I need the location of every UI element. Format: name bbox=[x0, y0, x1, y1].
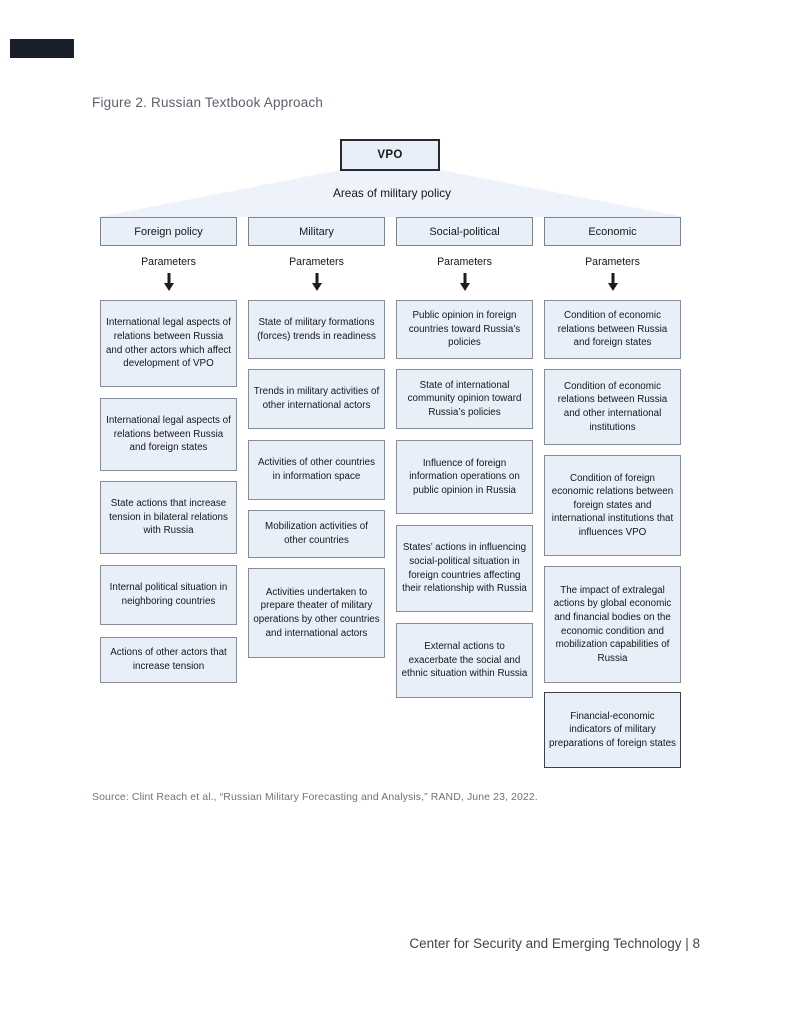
parameters-label: Parameters bbox=[437, 256, 492, 268]
parameter-box: Actions of other actors that increase te… bbox=[100, 637, 237, 683]
column-social-political: Social-political Parameters Public opini… bbox=[396, 217, 533, 777]
page-footer: Center for Security and Emerging Technol… bbox=[409, 936, 700, 951]
parameter-box: Trends in military activities of other i… bbox=[248, 369, 385, 429]
parameter-box: Condition of foreign economic relations … bbox=[544, 455, 681, 556]
parameter-box: State of military formations (forces) tr… bbox=[248, 300, 385, 359]
down-arrow-icon bbox=[311, 273, 323, 293]
parameter-box: The impact of extralegal actions by glob… bbox=[544, 566, 681, 683]
vpo-box: VPO bbox=[340, 139, 440, 171]
parameter-box: States’ actions in influencing social-po… bbox=[396, 525, 533, 612]
column-header: Social-political bbox=[396, 217, 533, 246]
corner-block bbox=[10, 39, 74, 58]
parameter-box: Activities of other countries in informa… bbox=[248, 440, 385, 500]
parameter-box: Activities undertaken to prepare theater… bbox=[248, 568, 385, 658]
down-arrow-icon bbox=[163, 273, 175, 293]
parameter-box: Public opinion in foreign countries towa… bbox=[396, 300, 533, 359]
parameter-box: State of international community opinion… bbox=[396, 369, 533, 429]
parameter-box: International legal aspects of relations… bbox=[100, 300, 237, 387]
parameter-box: Internal political situation in neighbor… bbox=[100, 565, 237, 625]
parameter-box: State actions that increase tension in b… bbox=[100, 481, 237, 554]
parameters-label: Parameters bbox=[585, 256, 640, 268]
parameter-box: Influence of foreign information operati… bbox=[396, 440, 533, 514]
column-military: Military Parameters State of military fo… bbox=[248, 217, 385, 777]
diagram-subtitle: Areas of military policy bbox=[332, 186, 451, 200]
column-header: Foreign policy bbox=[100, 217, 237, 246]
parameter-box: External actions to exacerbate the socia… bbox=[396, 623, 533, 698]
parameter-box: Condition of economic relations between … bbox=[544, 369, 681, 445]
parameter-box: International legal aspects of relations… bbox=[100, 398, 237, 471]
source-citation: Source: Clint Reach et al., “Russian Mil… bbox=[92, 791, 538, 803]
figure-title: Figure 2. Russian Textbook Approach bbox=[92, 95, 324, 110]
column-economic: Economic Parameters Condition of economi… bbox=[544, 217, 681, 777]
parameter-box: Mobilization activities of other countri… bbox=[248, 510, 385, 558]
parameter-box: Financial-economic indicators of militar… bbox=[544, 692, 681, 768]
down-arrow-icon bbox=[607, 273, 619, 293]
column-header: Economic bbox=[544, 217, 681, 246]
column-header: Military bbox=[248, 217, 385, 246]
parameters-label: Parameters bbox=[289, 256, 344, 268]
parameters-label: Parameters bbox=[141, 256, 196, 268]
parameter-box: Condition of economic relations between … bbox=[544, 300, 681, 359]
column-foreign-policy: Foreign policy Parameters International … bbox=[100, 217, 237, 777]
down-arrow-icon bbox=[459, 273, 471, 293]
